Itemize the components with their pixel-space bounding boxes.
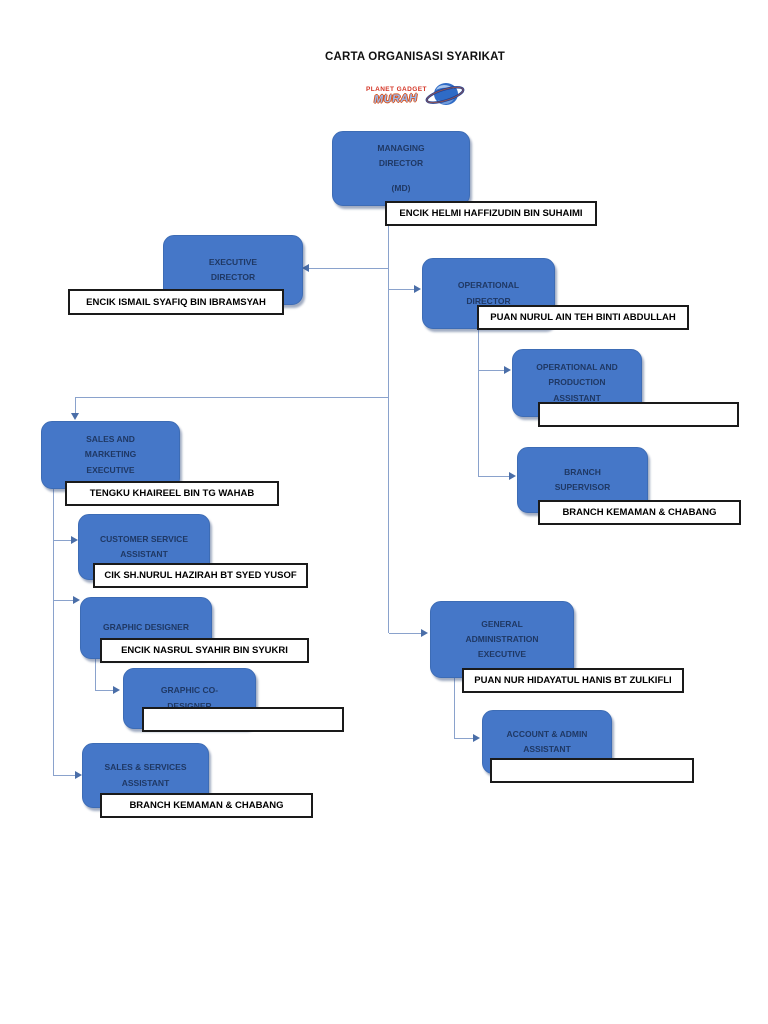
org-box-title: GRAPHIC CO-DESIGNER (160, 685, 219, 711)
connector-operational-subtree (478, 322, 479, 476)
arrowhead-right-icon (414, 285, 421, 293)
name-label-sales-services-assistant: BRANCH KEMAMAN & CHABANG (100, 793, 313, 818)
arrowhead-down-icon (71, 413, 79, 420)
arrowhead-right-icon (473, 734, 480, 742)
name-label-branch-supervisor: BRANCH KEMAMAN & CHABANG (538, 500, 741, 525)
name-label-graphic-designer: ENCIK NASRUL SYAHIR BIN SYUKRI (100, 638, 309, 663)
connector-md-trunk (388, 205, 389, 633)
connector-to-branch-supervisor (478, 476, 510, 477)
company-logo: PLANET GADGET MURAH (364, 79, 468, 117)
org-box-title: EXECUTIVE DIRECTOR (208, 256, 258, 282)
connector-graphic-co-vertical (95, 656, 96, 690)
org-box-title: OPERATIONAL AND PRODUCTION ASSISTANT (536, 362, 618, 403)
name-label-general-administration-executive: PUAN NUR HIDAYATUL HANIS BT ZULKIFLI (462, 668, 684, 693)
org-box-title: OPERATIONAL DIRECTOR (457, 280, 520, 306)
org-box-title: CUSTOMER SERVICE ASSISTANT (99, 533, 188, 559)
arrowhead-right-icon (73, 596, 80, 604)
org-box-title: GENERAL ADMINISTRATION EXECUTIVE (465, 618, 539, 660)
connector-to-op-production-assistant (478, 370, 505, 371)
arrowhead-right-icon (75, 771, 82, 779)
connector-to-sales-marketing-vertical (75, 397, 76, 414)
org-box-title: SALES AND MARKETING EXECUTIVE (84, 434, 137, 475)
name-label-managing-director: ENCIK HELMI HAFFIZUDIN BIN SUHAIMI (385, 201, 597, 226)
arrowhead-right-icon (113, 686, 120, 694)
planet-icon (425, 83, 465, 105)
name-label-sales-marketing-executive: TENGKU KHAIREEL BIN TG WAHAB (65, 481, 279, 506)
arrowhead-left-icon (302, 264, 309, 272)
logo-text-bottom: MURAH (373, 92, 418, 106)
name-label-graphic-co-designer (142, 707, 344, 732)
org-box-title: SALES & SERVICES ASSISTANT (104, 762, 187, 788)
name-label-account-admin-assistant (490, 758, 694, 783)
org-box-sales-marketing-executive: SALES AND MARKETING EXECUTIVE (41, 421, 180, 489)
connector-to-operational-director (388, 289, 416, 290)
page-title: CARTA ORGANISASI SYARIKAT (324, 51, 506, 63)
arrowhead-right-icon (504, 366, 511, 374)
org-box-title: GRAPHIC DESIGNER (103, 622, 189, 633)
org-box-general-administration-executive: GENERAL ADMINISTRATION EXECUTIVE (430, 601, 574, 678)
connector-to-general-admin (389, 633, 422, 634)
name-label-executive-director: ENCIK ISMAIL SYAFIQ BIN IBRAMSYAH (68, 289, 284, 315)
logo-text-top: PLANET GADGET (366, 86, 427, 93)
name-label-customer-service-assistant: CIK SH.NURUL HAZIRAH BT SYED YUSOF (93, 563, 308, 588)
arrowhead-right-icon (509, 472, 516, 480)
connector-to-sales-marketing-horizontal (75, 397, 388, 398)
name-label-operational-director: PUAN NURUL AIN TEH BINTI ABDULLAH (477, 305, 689, 330)
org-box-title: MANAGING DIRECTOR (377, 142, 425, 168)
connector-to-customer-service (53, 540, 72, 541)
connector-to-graphic-designer (53, 600, 74, 601)
org-box-title: ACCOUNT & ADMIN ASSISTANT (506, 728, 588, 754)
connector-to-executive-director (308, 268, 388, 269)
connector-sales-subtree (53, 480, 54, 775)
org-box-subtitle: (MD) (391, 183, 411, 194)
org-box-title: BRANCH SUPERVISOR (554, 466, 611, 492)
connector-graphic-co-horizontal (95, 690, 114, 691)
org-box-managing-director: MANAGING DIRECTOR (MD) (332, 131, 470, 206)
arrowhead-right-icon (421, 629, 428, 637)
connector-to-sales-services (53, 775, 76, 776)
connector-admin-subtree (454, 672, 455, 738)
arrowhead-right-icon (71, 536, 78, 544)
connector-to-account-admin (454, 738, 475, 739)
name-label-operational-production-assistant (538, 402, 739, 427)
